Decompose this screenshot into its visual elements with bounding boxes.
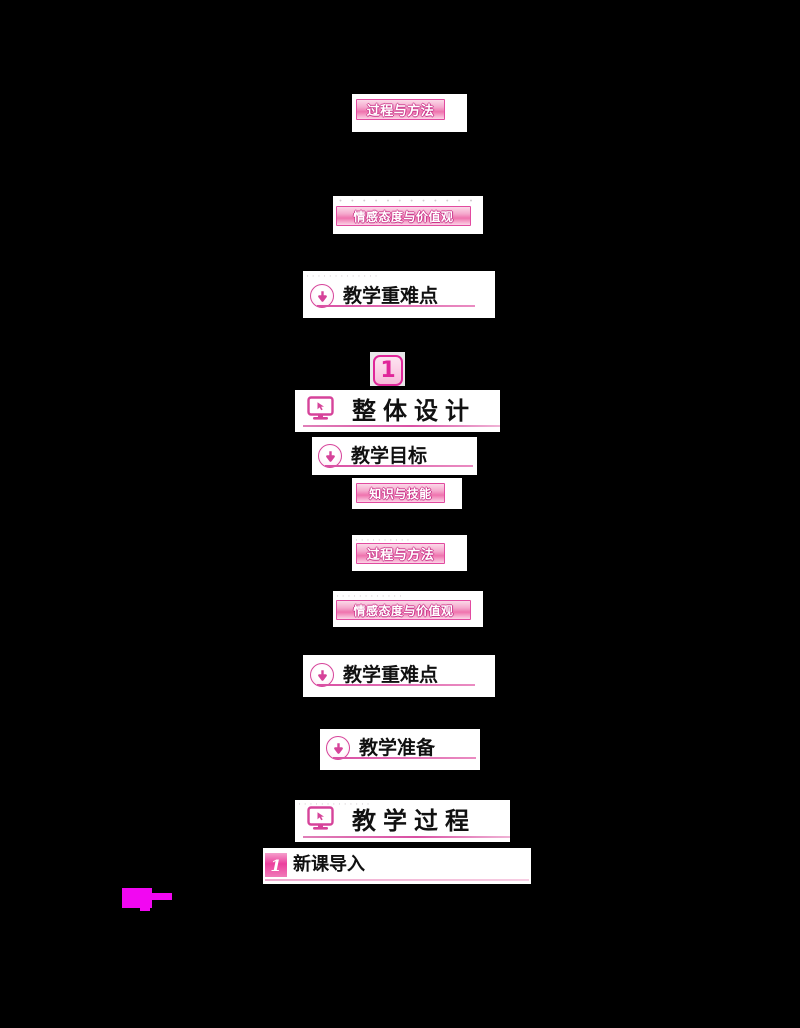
paper-patch-key-difficult-top [303, 271, 495, 318]
tag-process-method-mid: 过程与方法 [356, 543, 445, 564]
ghost-strip-4: · · · · · · · · · · · · [336, 593, 402, 602]
step-marker-one: 1 [265, 853, 287, 877]
down-arrow-circle-icon [326, 736, 350, 760]
step-rule-new-lesson-intro [265, 879, 529, 881]
heading-key-difficult-top: 教学重难点 [310, 284, 438, 308]
title-label: 教学过程 [352, 805, 476, 835]
paper-patch-key-difficult-mid [303, 655, 495, 697]
heading-teaching-prep: 教学准备 [326, 736, 435, 760]
monitor-cursor-icon [307, 806, 334, 835]
heading-label: 教学目标 [351, 444, 428, 467]
scan-artifact-dot [140, 905, 150, 911]
title-label: 整体设计 [352, 395, 476, 425]
ghost-strip-5: · · · · · · · · · · · · · [298, 801, 370, 810]
heading-rule-key-difficult-top [317, 305, 475, 307]
heading-rule-teaching-prep [333, 757, 476, 759]
heading-label: 教学准备 [359, 736, 436, 759]
down-arrow-circle-icon [310, 663, 334, 687]
paper-patch-new-lesson-intro [263, 848, 531, 884]
title-overall-design: 整体设计 [307, 396, 476, 425]
scan-artifact-blob [122, 888, 152, 908]
title-rule-teaching-process [303, 836, 510, 838]
title-teaching-process: 教学过程 [307, 806, 476, 835]
heading-key-difficult-mid: 教学重难点 [310, 663, 438, 687]
ghost-strip-3: · · · · · · · · · · [355, 537, 410, 546]
down-arrow-circle-icon [310, 284, 334, 308]
tag-emotion-value-top: 情感态度与价值观 [336, 206, 471, 226]
heading-teaching-goal: 教学目标 [318, 444, 427, 468]
down-arrow-circle-icon [318, 444, 342, 468]
scan-artifact-tail [150, 893, 172, 900]
step-label-new-lesson-intro: 新课导入 [293, 854, 365, 875]
ghost-strip-2: · · · · · · · · · · · · · [306, 273, 378, 282]
tag-process-method-top: 过程与方法 [356, 99, 445, 120]
monitor-cursor-icon [307, 396, 334, 425]
heading-label: 教学重难点 [343, 284, 439, 307]
number-badge-one: 1 [373, 355, 403, 386]
heading-rule-key-difficult-mid [317, 684, 475, 686]
tag-knowledge-skill: 知识与技能 [356, 483, 445, 503]
title-rule-overall-design [303, 425, 500, 427]
tag-emotion-value-mid: 情感态度与价值观 [336, 600, 471, 620]
ghost-strip-1: ・ ・ ・ ・ ・ ・ ・ ・ ・ ・ ・ ・ [336, 198, 476, 207]
heading-label: 教学重难点 [343, 663, 439, 686]
heading-rule-teaching-goal [325, 465, 473, 467]
